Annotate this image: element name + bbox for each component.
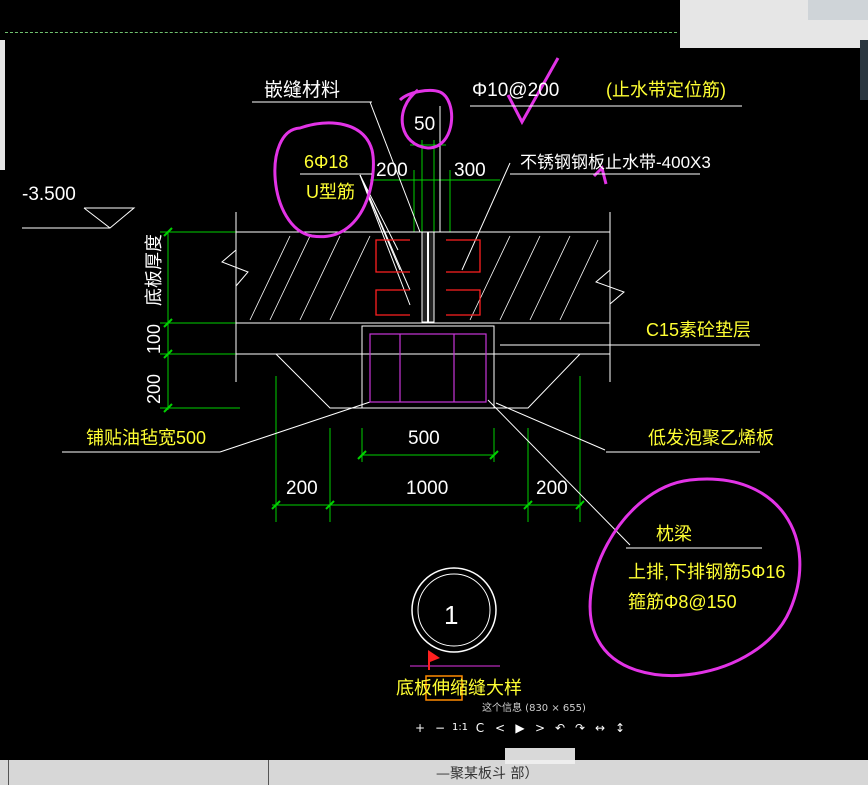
u-bar-count-label: 6Φ18	[304, 152, 348, 172]
bottom-divider	[268, 760, 269, 785]
dimension-lines	[160, 140, 582, 522]
u-bars	[375, 239, 481, 316]
background-window-button	[808, 0, 868, 20]
slab-outline	[22, 101, 631, 546]
refresh-button[interactable]: C	[475, 721, 485, 735]
dim-200-vert-label: 200	[144, 374, 164, 404]
beam-bars-label: 上排,下排钢筋5Φ16	[628, 562, 785, 582]
dim-left-label: 200	[376, 160, 408, 181]
rotate-left-button[interactable]: ↶	[554, 721, 566, 735]
white-labels: -3.500 嵌缝材料 Φ10@200 50 200 300 不锈钢钢板止水带-…	[22, 79, 711, 630]
fit-width-button[interactable]: ↔	[594, 721, 606, 735]
waterstop-bar-label: (止水带定位筋)	[606, 80, 726, 100]
beam-stirrup-label: 箍筋Φ8@150	[628, 592, 737, 612]
dimension-ticks	[163, 227, 585, 510]
previous-button[interactable]: <	[494, 721, 506, 735]
elevation-marker	[83, 207, 136, 229]
felt-label: 铺贴油毡宽500	[86, 428, 206, 448]
thumbnail-preview[interactable]	[505, 748, 575, 764]
play-button[interactable]: ▶	[515, 721, 525, 735]
c15-label: C15素砼垫层	[646, 320, 751, 340]
slab-thickness-label: 底板厚度	[144, 234, 164, 306]
next-button[interactable]: >	[534, 721, 546, 735]
elevation-label: -3.500	[22, 184, 76, 205]
rotate-right-button[interactable]: ↷	[574, 721, 586, 735]
background-window-panel	[680, 0, 868, 48]
steel-plate-waterstop	[427, 232, 429, 322]
bottom-document-strip: —聚某板斗 部）	[0, 760, 868, 785]
top-dashed-line	[5, 32, 677, 33]
gap-dim-label: 50	[414, 114, 435, 135]
bar-spec-label: Φ10@200	[472, 80, 559, 101]
markup-annotations	[273, 57, 802, 678]
viewer-title: 这个信息 (830 × 655)	[482, 703, 586, 714]
foam-label: 低发泡聚乙烯板	[648, 428, 774, 448]
beam-title-label: 枕梁	[656, 524, 692, 544]
bottom-divider	[8, 760, 9, 785]
yellow-labels: (止水带定位筋) 6Φ18 U型筋 C15素砼垫层 铺贴油毡宽500 低发泡聚乙…	[86, 80, 785, 698]
dim-200-left-label: 200	[286, 478, 318, 499]
actual-size-button[interactable]: 1:1	[451, 722, 469, 733]
viewer-toolbar: + − 1:1 C < ▶ > ↶ ↷ ↔ ↕	[410, 718, 630, 740]
vertical-labels: 底板厚度 100 200	[144, 234, 164, 404]
joint-material-label: 嵌缝材料	[264, 79, 340, 101]
fit-height-button[interactable]: ↕	[614, 721, 626, 735]
bottom-title-fragment: —聚某板斗 部）	[436, 766, 539, 782]
dim-100-label: 100	[144, 324, 164, 354]
left-window-edge	[0, 40, 5, 170]
zoom-out-button[interactable]: −	[434, 721, 446, 735]
detail-number: 1	[444, 600, 458, 630]
dim-1000-label: 1000	[406, 478, 448, 499]
detail-callout	[410, 567, 500, 701]
zoom-in-button[interactable]: +	[414, 721, 426, 735]
dim-500-label: 500	[408, 428, 440, 449]
dim-200-right-label: 200	[536, 478, 568, 499]
right-window-edge	[860, 40, 868, 100]
label-underlines	[62, 101, 762, 549]
detail-title-label: 底板伸缩缝大样	[396, 678, 522, 698]
dim-right-label: 300	[454, 160, 486, 181]
slab-hatch	[249, 235, 599, 321]
u-bar-type-label: U型筋	[306, 182, 355, 202]
steel-plate-label: 不锈钢钢板止水带-400X3	[520, 153, 711, 172]
pillow-beam-rebar	[369, 333, 487, 403]
